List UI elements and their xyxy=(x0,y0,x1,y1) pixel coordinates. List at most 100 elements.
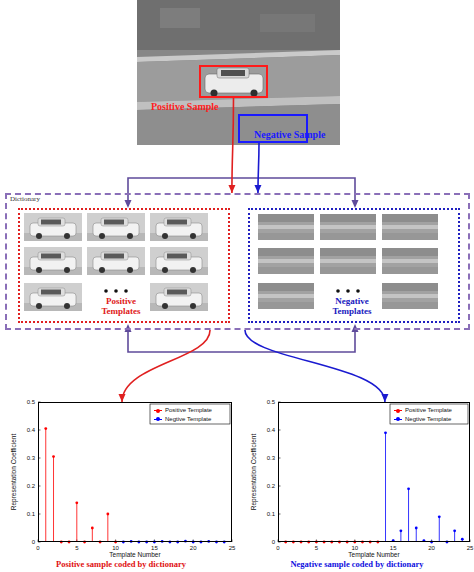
connector-line xyxy=(245,330,385,402)
sample-label: Positive Sample xyxy=(151,101,251,112)
stem-marker xyxy=(461,538,464,541)
sample-label: Negative Sample xyxy=(254,129,354,140)
photo-background xyxy=(137,0,340,145)
stem-marker xyxy=(52,455,55,458)
template-group-box: Negative Templates xyxy=(248,208,460,323)
ellipsis-dot xyxy=(346,289,350,293)
car-wheel xyxy=(251,90,258,97)
negative-template xyxy=(258,214,314,240)
bracket-arrowhead xyxy=(352,324,359,332)
tick-label: 15 xyxy=(151,545,158,551)
tick-label: 0 xyxy=(272,539,275,545)
dictionary-title: Dictionary xyxy=(10,196,70,204)
stem-marker xyxy=(384,431,387,434)
bracket-arrowhead xyxy=(125,324,132,332)
bracket-line xyxy=(128,328,355,352)
legend-text: Negtive Template xyxy=(165,416,211,422)
tick-label: 0.2 xyxy=(27,483,35,489)
arrowhead xyxy=(254,185,261,193)
positive-template xyxy=(150,283,208,311)
dictionary-bracket xyxy=(125,178,359,352)
stem-line xyxy=(107,514,108,542)
stem-marker xyxy=(407,487,410,490)
stem-line xyxy=(439,517,440,542)
photo-road xyxy=(137,55,340,102)
stem-line xyxy=(92,528,93,542)
stem-line xyxy=(76,503,77,542)
chart-plot: Positive sample coded by dictionary xyxy=(38,402,232,542)
photo-patch xyxy=(260,14,315,32)
stem-marker xyxy=(453,529,456,532)
stem-marker xyxy=(399,529,402,532)
stem-marker xyxy=(75,501,78,504)
axis-title: Template Number xyxy=(348,552,399,559)
stem-line xyxy=(454,531,455,542)
tick-label: 0.4 xyxy=(267,427,275,433)
bracket-arrowhead xyxy=(125,200,132,208)
connector-arrow xyxy=(228,98,235,193)
positive-template xyxy=(150,247,208,275)
positive-template xyxy=(24,283,82,311)
stem-marker xyxy=(91,527,94,530)
stem-marker xyxy=(44,427,47,430)
stem-plot xyxy=(38,402,470,543)
tick-label: 20 xyxy=(428,545,435,551)
connector-arrow xyxy=(254,143,261,193)
positive-template xyxy=(24,247,82,275)
legend-text: Positive Template xyxy=(405,407,452,413)
negative-template xyxy=(320,214,376,240)
sample-box: Positive Sample xyxy=(199,65,268,98)
chart-caption: Negative sample coded by dictionary xyxy=(242,560,472,569)
stem-line xyxy=(408,489,409,542)
legend-frame xyxy=(390,404,468,424)
tick-label: 0.1 xyxy=(27,511,35,517)
bracket-arrowhead xyxy=(352,200,359,208)
stem-marker xyxy=(106,513,109,516)
ellipsis-dot xyxy=(336,289,340,293)
legend-swatch xyxy=(156,417,160,421)
negative-template xyxy=(258,283,314,309)
tick-label: 10 xyxy=(351,545,358,551)
photo-grass xyxy=(137,0,340,50)
legend-swatch xyxy=(156,409,160,413)
stem-line xyxy=(385,433,386,542)
ellipsis-dot xyxy=(114,289,118,293)
stem-line xyxy=(45,429,46,542)
connector-line xyxy=(258,143,259,193)
tick-label: 0.3 xyxy=(267,455,275,461)
tick-label: 25 xyxy=(229,545,236,551)
arrowhead xyxy=(119,394,126,402)
positive-template xyxy=(150,213,208,241)
legend-frame xyxy=(150,404,230,424)
positive-template xyxy=(87,247,145,275)
stem-line xyxy=(400,531,401,542)
tick-label: 5 xyxy=(75,545,78,551)
legend-swatch xyxy=(396,417,400,421)
photo-patch xyxy=(160,8,200,28)
stem-line xyxy=(416,528,417,542)
ellipsis-dot xyxy=(356,289,360,293)
arrowhead xyxy=(228,185,235,193)
connector-arrow xyxy=(245,330,389,402)
tick-label: 0.1 xyxy=(267,511,275,517)
stem-marker xyxy=(438,515,441,518)
chart-plot: Negative sample coded by dictionary xyxy=(278,402,470,542)
negative-template xyxy=(382,283,438,309)
legend-swatch xyxy=(396,409,400,413)
negative-template xyxy=(382,214,438,240)
tick-label: 10 xyxy=(112,545,119,551)
tick-label: 0 xyxy=(36,545,39,551)
positive-template xyxy=(87,213,145,241)
sample-box: Negative Sample xyxy=(238,114,308,143)
ellipsis-dot xyxy=(124,289,128,293)
dictionary-box: DictionaryPositive Templates Negative Tem… xyxy=(5,193,470,330)
tick-label: 0.5 xyxy=(27,399,35,405)
chart-caption: Positive sample coded by dictionary xyxy=(6,560,236,569)
bracket-line xyxy=(128,178,355,204)
tick-label: 0.4 xyxy=(27,427,35,433)
connector-line xyxy=(232,98,234,193)
positive-template xyxy=(24,213,82,241)
axis-title: Template Number xyxy=(109,552,160,559)
template-group-label: Positive Templates xyxy=(93,297,149,317)
